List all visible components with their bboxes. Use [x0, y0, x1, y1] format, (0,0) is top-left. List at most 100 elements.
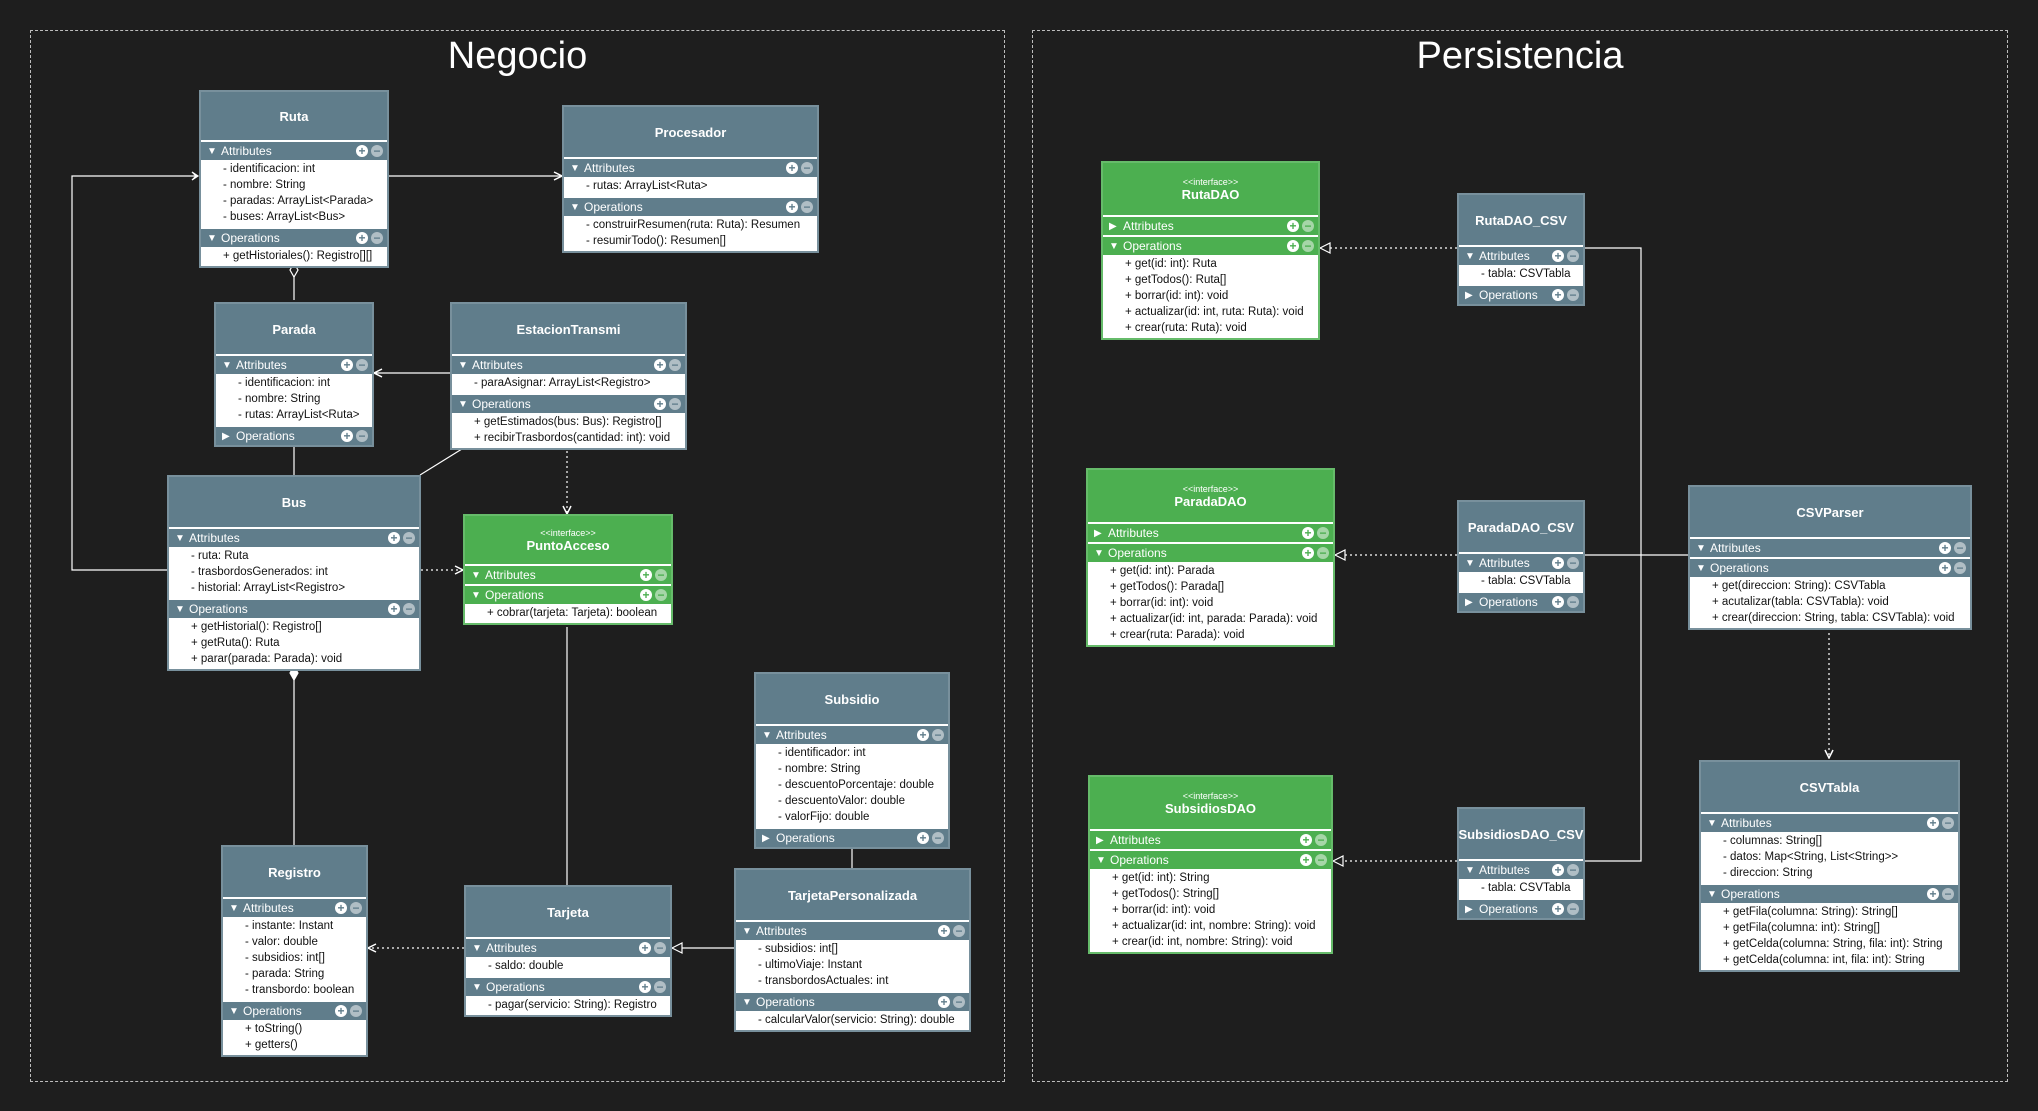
- add-icon[interactable]: +: [1302, 547, 1314, 559]
- collapse-icon[interactable]: ▼: [1696, 562, 1706, 574]
- add-icon[interactable]: +: [1552, 903, 1564, 915]
- collapse-icon[interactable]: ▼: [1465, 250, 1475, 262]
- add-icon[interactable]: +: [938, 996, 950, 1008]
- add-icon[interactable]: +: [1300, 854, 1312, 866]
- add-icon[interactable]: +: [654, 398, 666, 410]
- class-ruta[interactable]: Ruta ▼Attributes+− - identificacion: int…: [199, 90, 389, 268]
- operations-section[interactable]: ▼Operations+−: [1701, 883, 1958, 903]
- add-icon[interactable]: +: [1300, 834, 1312, 846]
- attributes-section[interactable]: ▼Attributes+−: [1459, 552, 1583, 572]
- add-icon[interactable]: +: [1287, 240, 1299, 252]
- operations-section[interactable]: ▶Operations+−: [216, 425, 372, 445]
- add-icon[interactable]: +: [654, 359, 666, 371]
- add-icon[interactable]: +: [1927, 888, 1939, 900]
- remove-icon[interactable]: −: [1317, 547, 1329, 559]
- collapse-icon[interactable]: ▼: [472, 981, 482, 993]
- add-icon[interactable]: +: [1552, 250, 1564, 262]
- remove-icon[interactable]: −: [1317, 527, 1329, 539]
- collapse-icon[interactable]: ▼: [1465, 864, 1475, 876]
- expand-icon[interactable]: ▶: [1096, 834, 1104, 846]
- collapse-icon[interactable]: ▼: [458, 398, 468, 410]
- expand-icon[interactable]: ▶: [1465, 903, 1473, 915]
- collapse-icon[interactable]: ▼: [1696, 542, 1706, 554]
- attributes-section[interactable]: ▶Attributes+−: [1088, 522, 1333, 542]
- class-subsidiosdao-csv[interactable]: SubsidiosDAO_CSV ▼Attributes+− - tabla: …: [1457, 807, 1585, 920]
- collapse-icon[interactable]: ▼: [1707, 817, 1717, 829]
- collapse-icon[interactable]: ▼: [229, 902, 239, 914]
- add-icon[interactable]: +: [917, 729, 929, 741]
- attributes-section[interactable]: ▼Attributes+−: [452, 354, 685, 374]
- operations-section[interactable]: ▶Operations+−: [756, 827, 948, 847]
- add-icon[interactable]: +: [1552, 864, 1564, 876]
- add-icon[interactable]: +: [1552, 596, 1564, 608]
- remove-icon[interactable]: −: [1302, 240, 1314, 252]
- operations-section[interactable]: ▼Operations+−: [466, 976, 670, 996]
- remove-icon[interactable]: −: [669, 398, 681, 410]
- interface-rutadao[interactable]: <<interface>> RutaDAO ▶Attributes+− ▼Ope…: [1101, 161, 1320, 340]
- operations-section[interactable]: ▶Operations+−: [1459, 284, 1583, 304]
- operations-section[interactable]: ▼Operations+−: [465, 584, 671, 604]
- add-icon[interactable]: +: [388, 603, 400, 615]
- remove-icon[interactable]: −: [953, 925, 965, 937]
- remove-icon[interactable]: −: [1954, 562, 1966, 574]
- add-icon[interactable]: +: [388, 532, 400, 544]
- class-subsidio[interactable]: Subsidio ▼Attributes+− - identificador: …: [754, 672, 950, 849]
- add-icon[interactable]: +: [639, 942, 651, 954]
- add-icon[interactable]: +: [1552, 557, 1564, 569]
- class-parada[interactable]: Parada ▼Attributes+− - identificacion: i…: [214, 302, 374, 447]
- remove-icon[interactable]: −: [1567, 289, 1579, 301]
- remove-icon[interactable]: −: [1315, 854, 1327, 866]
- collapse-icon[interactable]: ▼: [762, 729, 772, 741]
- remove-icon[interactable]: −: [1567, 864, 1579, 876]
- class-tarjeta[interactable]: Tarjeta ▼Attributes+− - saldo: double ▼O…: [464, 885, 672, 1017]
- attributes-section[interactable]: ▼Attributes+−: [736, 920, 969, 940]
- collapse-icon[interactable]: ▼: [1707, 888, 1717, 900]
- operations-section[interactable]: ▼Operations+−: [169, 598, 419, 618]
- remove-icon[interactable]: −: [655, 569, 667, 581]
- operations-section[interactable]: ▼Operations+−: [223, 1000, 366, 1020]
- add-icon[interactable]: +: [1302, 527, 1314, 539]
- attributes-section[interactable]: ▼Attributes+−: [1459, 245, 1583, 265]
- operations-section[interactable]: ▼Operations+−: [736, 991, 969, 1011]
- attributes-section[interactable]: ▼Attributes+−: [216, 354, 372, 374]
- collapse-icon[interactable]: ▼: [175, 532, 185, 544]
- add-icon[interactable]: +: [786, 201, 798, 213]
- collapse-icon[interactable]: ▼: [471, 569, 481, 581]
- remove-icon[interactable]: −: [1567, 596, 1579, 608]
- class-csvtabla[interactable]: CSVTabla ▼Attributes+− - columnas: Strin…: [1699, 760, 1960, 972]
- collapse-icon[interactable]: ▼: [472, 942, 482, 954]
- expand-icon[interactable]: ▶: [1465, 596, 1473, 608]
- operations-section[interactable]: ▼Operations+−: [1690, 557, 1970, 577]
- remove-icon[interactable]: −: [655, 589, 667, 601]
- attributes-section[interactable]: ▼Attributes+−: [1459, 859, 1583, 879]
- add-icon[interactable]: +: [786, 162, 798, 174]
- remove-icon[interactable]: −: [356, 430, 368, 442]
- collapse-icon[interactable]: ▼: [458, 359, 468, 371]
- collapse-icon[interactable]: ▼: [742, 925, 752, 937]
- class-csvparser[interactable]: CSVParser ▼Attributes+− ▼Operations+− + …: [1688, 485, 1972, 630]
- class-tarjetapersonalizada[interactable]: TarjetaPersonalizada ▼Attributes+− - sub…: [734, 868, 971, 1032]
- add-icon[interactable]: +: [356, 232, 368, 244]
- operations-section[interactable]: ▶Operations+−: [1459, 898, 1583, 918]
- class-procesador[interactable]: Procesador ▼Attributes+− - rutas: ArrayL…: [562, 105, 819, 253]
- class-bus[interactable]: Bus ▼Attributes+− - ruta: Ruta - trasbor…: [167, 475, 421, 671]
- attributes-section[interactable]: ▶Attributes+−: [1103, 215, 1318, 235]
- collapse-icon[interactable]: ▼: [1109, 240, 1119, 252]
- collapse-icon[interactable]: ▼: [1094, 547, 1104, 559]
- expand-icon[interactable]: ▶: [1109, 220, 1117, 232]
- operations-section[interactable]: ▼Operations+−: [452, 393, 685, 413]
- attributes-section[interactable]: ▶Attributes+−: [1090, 829, 1331, 849]
- add-icon[interactable]: +: [341, 359, 353, 371]
- attributes-section[interactable]: ▼Attributes+−: [1690, 537, 1970, 557]
- attributes-section[interactable]: ▼Attributes+−: [223, 897, 366, 917]
- collapse-icon[interactable]: ▼: [207, 232, 217, 244]
- remove-icon[interactable]: −: [1567, 557, 1579, 569]
- remove-icon[interactable]: −: [1567, 250, 1579, 262]
- remove-icon[interactable]: −: [403, 532, 415, 544]
- remove-icon[interactable]: −: [953, 996, 965, 1008]
- collapse-icon[interactable]: ▼: [207, 145, 217, 157]
- class-rutadao-csv[interactable]: RutaDAO_CSV ▼Attributes+− - tabla: CSVTa…: [1457, 193, 1585, 306]
- operations-section[interactable]: ▶Operations+−: [1459, 591, 1583, 611]
- interface-puntoacceso[interactable]: <<interface>> PuntoAcceso ▼Attributes+− …: [463, 514, 673, 625]
- expand-icon[interactable]: ▶: [1465, 289, 1473, 301]
